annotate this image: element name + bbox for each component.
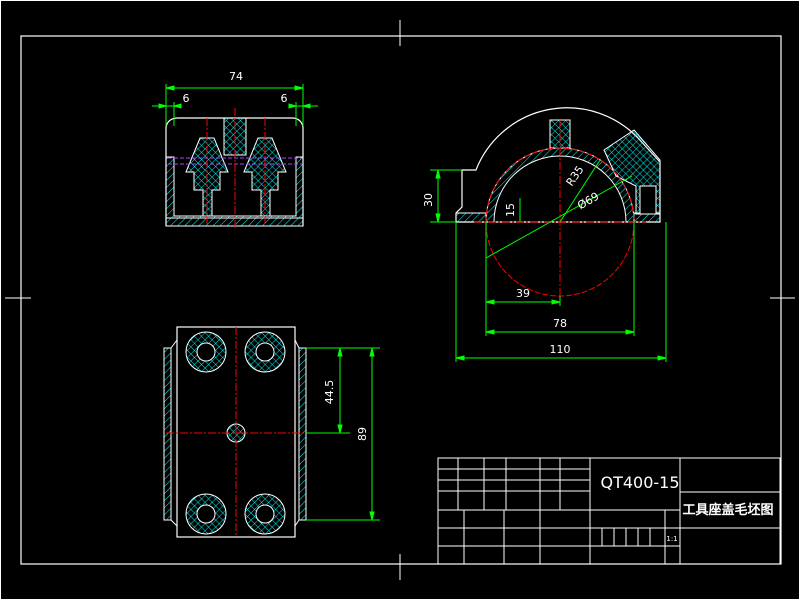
- front-view-outline: [455, 107, 661, 223]
- top-view-dim-overall: 74: [229, 70, 243, 83]
- title-block: [437, 457, 781, 565]
- front-view: 30 15 R35 Ø69 39 78 110: [422, 107, 667, 362]
- plan-view-right-edge: [294, 339, 300, 527]
- plan-view-dimensions: [306, 347, 380, 521]
- title-block-left-grid: [438, 458, 591, 564]
- top-view-dim-right: 6: [281, 92, 288, 105]
- top-view-dim-left: 6: [183, 92, 190, 105]
- front-view-dim-radius: R35: [564, 163, 587, 188]
- front-view-dim-overall: 110: [550, 343, 571, 356]
- plan-view-dim-overall: 89: [356, 427, 369, 441]
- title-block-drawing-title: 工具座盖毛坯图: [682, 502, 773, 518]
- title-block-border: [437, 457, 781, 565]
- front-view-boss-hole: [639, 185, 657, 215]
- plan-view-left-edge: [170, 339, 178, 527]
- top-view-hatch-body: [165, 156, 304, 227]
- boss-bottom-left-hole: [196, 504, 216, 524]
- plan-view-right-edge-hatch: [298, 347, 307, 521]
- top-view-dimensions: [152, 84, 318, 126]
- plan-view-left-edge-hatch: [163, 347, 172, 521]
- plan-view-dim-inner: 44.5: [323, 380, 336, 405]
- front-view-dim-half: 39: [516, 287, 530, 300]
- front-view-left-flange: [455, 212, 487, 223]
- plan-view-bosses: [185, 331, 286, 535]
- title-block-sheet-no: 1:1: [666, 535, 677, 543]
- inner-frame-border: [20, 35, 782, 565]
- title-block-material: QT400-15: [600, 473, 679, 492]
- front-view-dimensions: [430, 159, 667, 362]
- boss-bottom-right-hole: [255, 504, 275, 524]
- boss-top-left-hole: [196, 342, 216, 362]
- boss-top-right-hole: [255, 342, 275, 362]
- title-block-mid-grid: [590, 458, 780, 564]
- front-view-dim-height: 30: [422, 193, 435, 207]
- plan-view: 44.5 89: [163, 326, 380, 538]
- front-view-dim-offset: 15: [504, 203, 517, 217]
- front-view-dim-bore: 78: [553, 317, 567, 330]
- top-view-section: 74 6 6: [152, 70, 318, 230]
